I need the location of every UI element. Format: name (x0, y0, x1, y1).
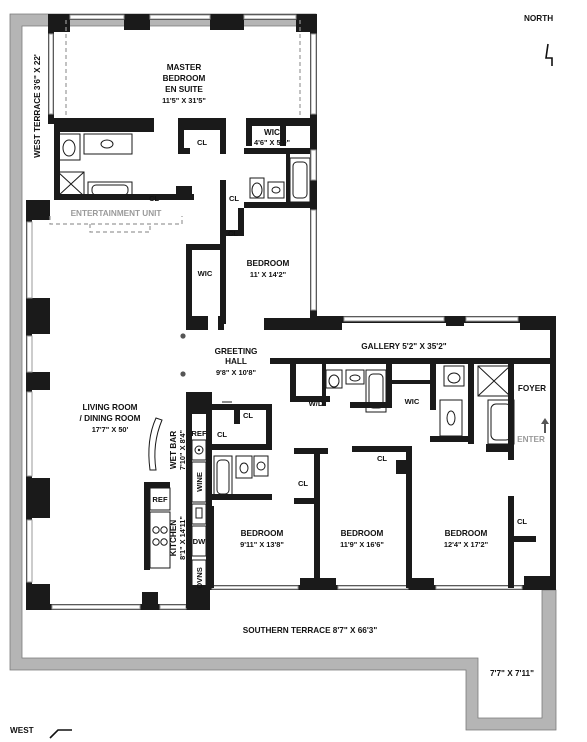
entertainment-unit-label: ENTERTAINMENT UNIT (71, 209, 162, 218)
west-label: WEST (10, 726, 34, 735)
closet-label-master: CL (197, 138, 207, 147)
door-marks (180, 333, 549, 433)
wet-bar-dims: 7'10" X 8'4" (178, 429, 187, 470)
master-closets (178, 118, 311, 270)
kitchen-walls (144, 392, 272, 608)
bedroom-3-dims: 12'4" X 17'2" (444, 540, 489, 549)
wic-north-label: WIC (198, 269, 213, 278)
master-bedroom-dims: 11'5" X 31'5" (162, 96, 206, 105)
bedroom-1-dims: 9'11" X 13'8" (240, 540, 284, 549)
bedroom-north-walls (186, 208, 310, 330)
dw-label: DW (193, 537, 206, 546)
greeting-hall-dims: 9'8" X 10'8" (216, 368, 257, 377)
bedroom-3-name: BEDROOM (445, 529, 488, 538)
exterior-walls (26, 14, 556, 610)
windows (26, 14, 523, 610)
north-arrow-icon (545, 43, 553, 66)
wd-label: W/D (309, 399, 324, 408)
bedroom-north-dims: 11' X 14'2" (250, 270, 287, 279)
closet-label-bath: CL (149, 194, 159, 203)
bedroom-2-dims: 11'9" X 16'6" (340, 540, 384, 549)
kitchen-dims: 8'1" X 14'11" (178, 516, 187, 560)
wet-bar-name: WET BAR (169, 431, 178, 469)
living-room-dims: 17'7" X 50' (92, 425, 129, 434)
master-bedroom-name-2: BEDROOM (163, 74, 206, 83)
west-arrow-icon (49, 729, 72, 739)
wic-master-name: WIC (264, 128, 280, 137)
closet-label-kitchen: CL (217, 430, 227, 439)
southern-terrace-label: SOUTHERN TERRACE 8'7" X 66'3" (243, 626, 378, 635)
gallery-label: GALLERY 5'2" X 35'2" (361, 342, 446, 351)
bedroom-2-name: BEDROOM (341, 529, 384, 538)
greeting-hall-name-2: HALL (225, 357, 247, 366)
master-bath (54, 118, 194, 200)
ref-label-wetbar: REF (191, 429, 207, 438)
enter-label: ENTER (517, 435, 545, 444)
bedroom-north-name: BEDROOM (247, 259, 290, 268)
closet-label-bed3: CL (517, 517, 527, 526)
master-bedroom-name-3: EN SUITE (165, 85, 203, 94)
closet-label-wetbar: CL (243, 411, 253, 420)
bedroom-1-name: BEDROOM (241, 529, 284, 538)
south-bedroom-walls (206, 404, 536, 588)
living-room-name-1: LIVING ROOM (82, 403, 137, 412)
west-terrace-label: WEST TERRACE 3'6" X 22' (33, 54, 42, 158)
living-room-name-2: / DINING ROOM (80, 414, 141, 423)
wine-label: WINE (195, 472, 204, 492)
closet-label-hall-1: CL (229, 194, 239, 203)
foyer-label: FOYER (518, 384, 546, 393)
terrace-corner-label: 7'7" X 7'11" (490, 669, 534, 678)
ovns-label: OVNS (195, 567, 204, 589)
closet-label-bed1: CL (298, 479, 308, 488)
entertainment-unit (49, 20, 301, 233)
closet-label-hall-2: CL (228, 229, 238, 238)
kitchen-name: KITCHEN (169, 520, 178, 556)
wic-central-label: WIC (405, 397, 420, 406)
central-baths (270, 358, 550, 460)
wic-master-dims: 4'6" X 5'9" (254, 138, 290, 147)
master-bedroom-name-1: MASTER (167, 63, 202, 72)
greeting-hall-name-1: GREETING (215, 347, 258, 356)
closet-label-bed2: CL (377, 454, 387, 463)
north-label: NORTH (524, 14, 553, 23)
ref-label-kitchen: REF (152, 495, 168, 504)
